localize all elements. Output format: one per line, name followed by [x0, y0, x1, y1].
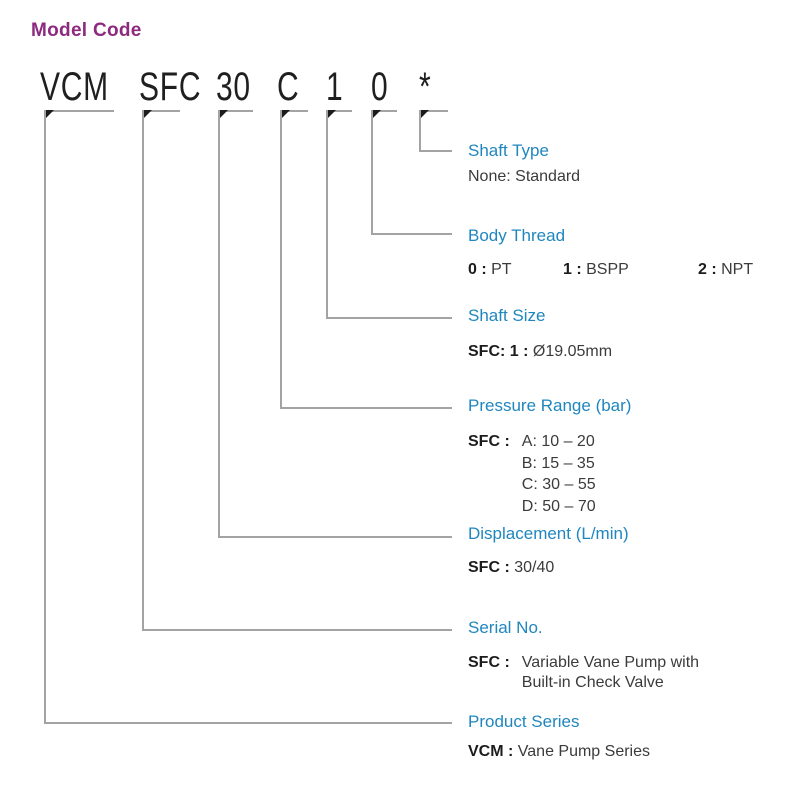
section-label-shaft-size: Shaft Size	[468, 306, 546, 325]
code-segment-star: *	[419, 65, 432, 109]
pressure-range-row: B: 15 – 35	[521, 454, 595, 472]
section-label-product-series: Product Series	[468, 712, 580, 731]
label-line	[280, 407, 452, 409]
serial-no-line: Variable Vane Pump with	[521, 654, 700, 671]
label-line	[44, 722, 452, 724]
section-label-serial-no: Serial No.	[468, 618, 543, 637]
code-segment-1: 1	[326, 65, 344, 109]
corner-triangle-icon	[280, 110, 290, 120]
bracket-top-line	[44, 110, 114, 112]
code-segment-0: 0	[371, 65, 389, 109]
serial-no-prefix: SFC :	[468, 654, 510, 671]
bracket-top-line	[371, 110, 397, 112]
code-segment-30: 30	[216, 65, 251, 109]
bracket-top-line	[142, 110, 180, 112]
bracket-top-line	[326, 110, 352, 112]
code-segment-sfc: SFC	[139, 65, 202, 109]
corner-triangle-icon	[326, 110, 336, 120]
pressure-range-row: D: 50 – 70	[521, 497, 596, 515]
displacement-value: SFC : 30/40	[468, 559, 555, 576]
pressure-range-rows: A: 10 – 20 B: 15 – 35 C: 30 – 55 D: 50 –…	[522, 431, 596, 517]
vertical-line	[280, 110, 282, 409]
bracket-top-line	[419, 110, 448, 112]
pressure-range-table: SFC : A: 10 – 20 B: 15 – 35 C: 30 – 55 D…	[468, 431, 596, 517]
serial-no-description: Variable Vane Pump with Built-in Check V…	[522, 653, 699, 693]
serial-no-value: SFC : Variable Vane Pump with Built-in C…	[468, 653, 699, 693]
pressure-range-prefix: SFC :	[468, 433, 510, 450]
vertical-line	[326, 110, 328, 319]
code-segment-c: C	[277, 65, 300, 109]
corner-triangle-icon	[371, 110, 381, 120]
corner-triangle-icon	[218, 110, 228, 120]
section-label-displacement: Displacement (L/min)	[468, 524, 629, 543]
corner-triangle-icon	[44, 110, 54, 120]
product-series-value: VCM : Vane Pump Series	[468, 743, 650, 760]
body-thread-option: 0 : PT	[468, 261, 512, 278]
bracket-top-line	[218, 110, 253, 112]
shaft-type-note: None: Standard	[468, 168, 581, 185]
serial-no-line: Built-in Check Valve	[521, 674, 664, 691]
section-label-shaft-type: Shaft Type	[468, 141, 549, 160]
label-line	[419, 150, 452, 152]
page-title: Model Code	[31, 20, 142, 41]
pressure-range-row: C: 30 – 55	[521, 476, 596, 493]
body-thread-option: 2 : NPT	[698, 261, 754, 278]
corner-triangle-icon	[419, 110, 429, 120]
bracket-top-line	[280, 110, 308, 112]
vertical-line	[44, 110, 46, 724]
vertical-line	[218, 110, 220, 538]
code-segment-vcm: VCM	[40, 65, 109, 109]
label-line	[142, 629, 452, 631]
shaft-size-value: SFC: 1 : Ø19.05mm	[468, 343, 613, 360]
vertical-line	[371, 110, 373, 235]
section-label-body-thread: Body Thread	[468, 226, 566, 245]
section-label-pressure-range: Pressure Range (bar)	[468, 396, 632, 415]
pressure-range-row: A: 10 – 20	[521, 433, 595, 450]
label-line	[218, 536, 452, 538]
corner-triangle-icon	[142, 110, 152, 120]
vertical-line	[142, 110, 144, 631]
label-line	[371, 233, 452, 235]
body-thread-option: 1 : BSPP	[563, 261, 629, 278]
label-line	[326, 317, 452, 319]
vertical-line	[419, 110, 421, 152]
